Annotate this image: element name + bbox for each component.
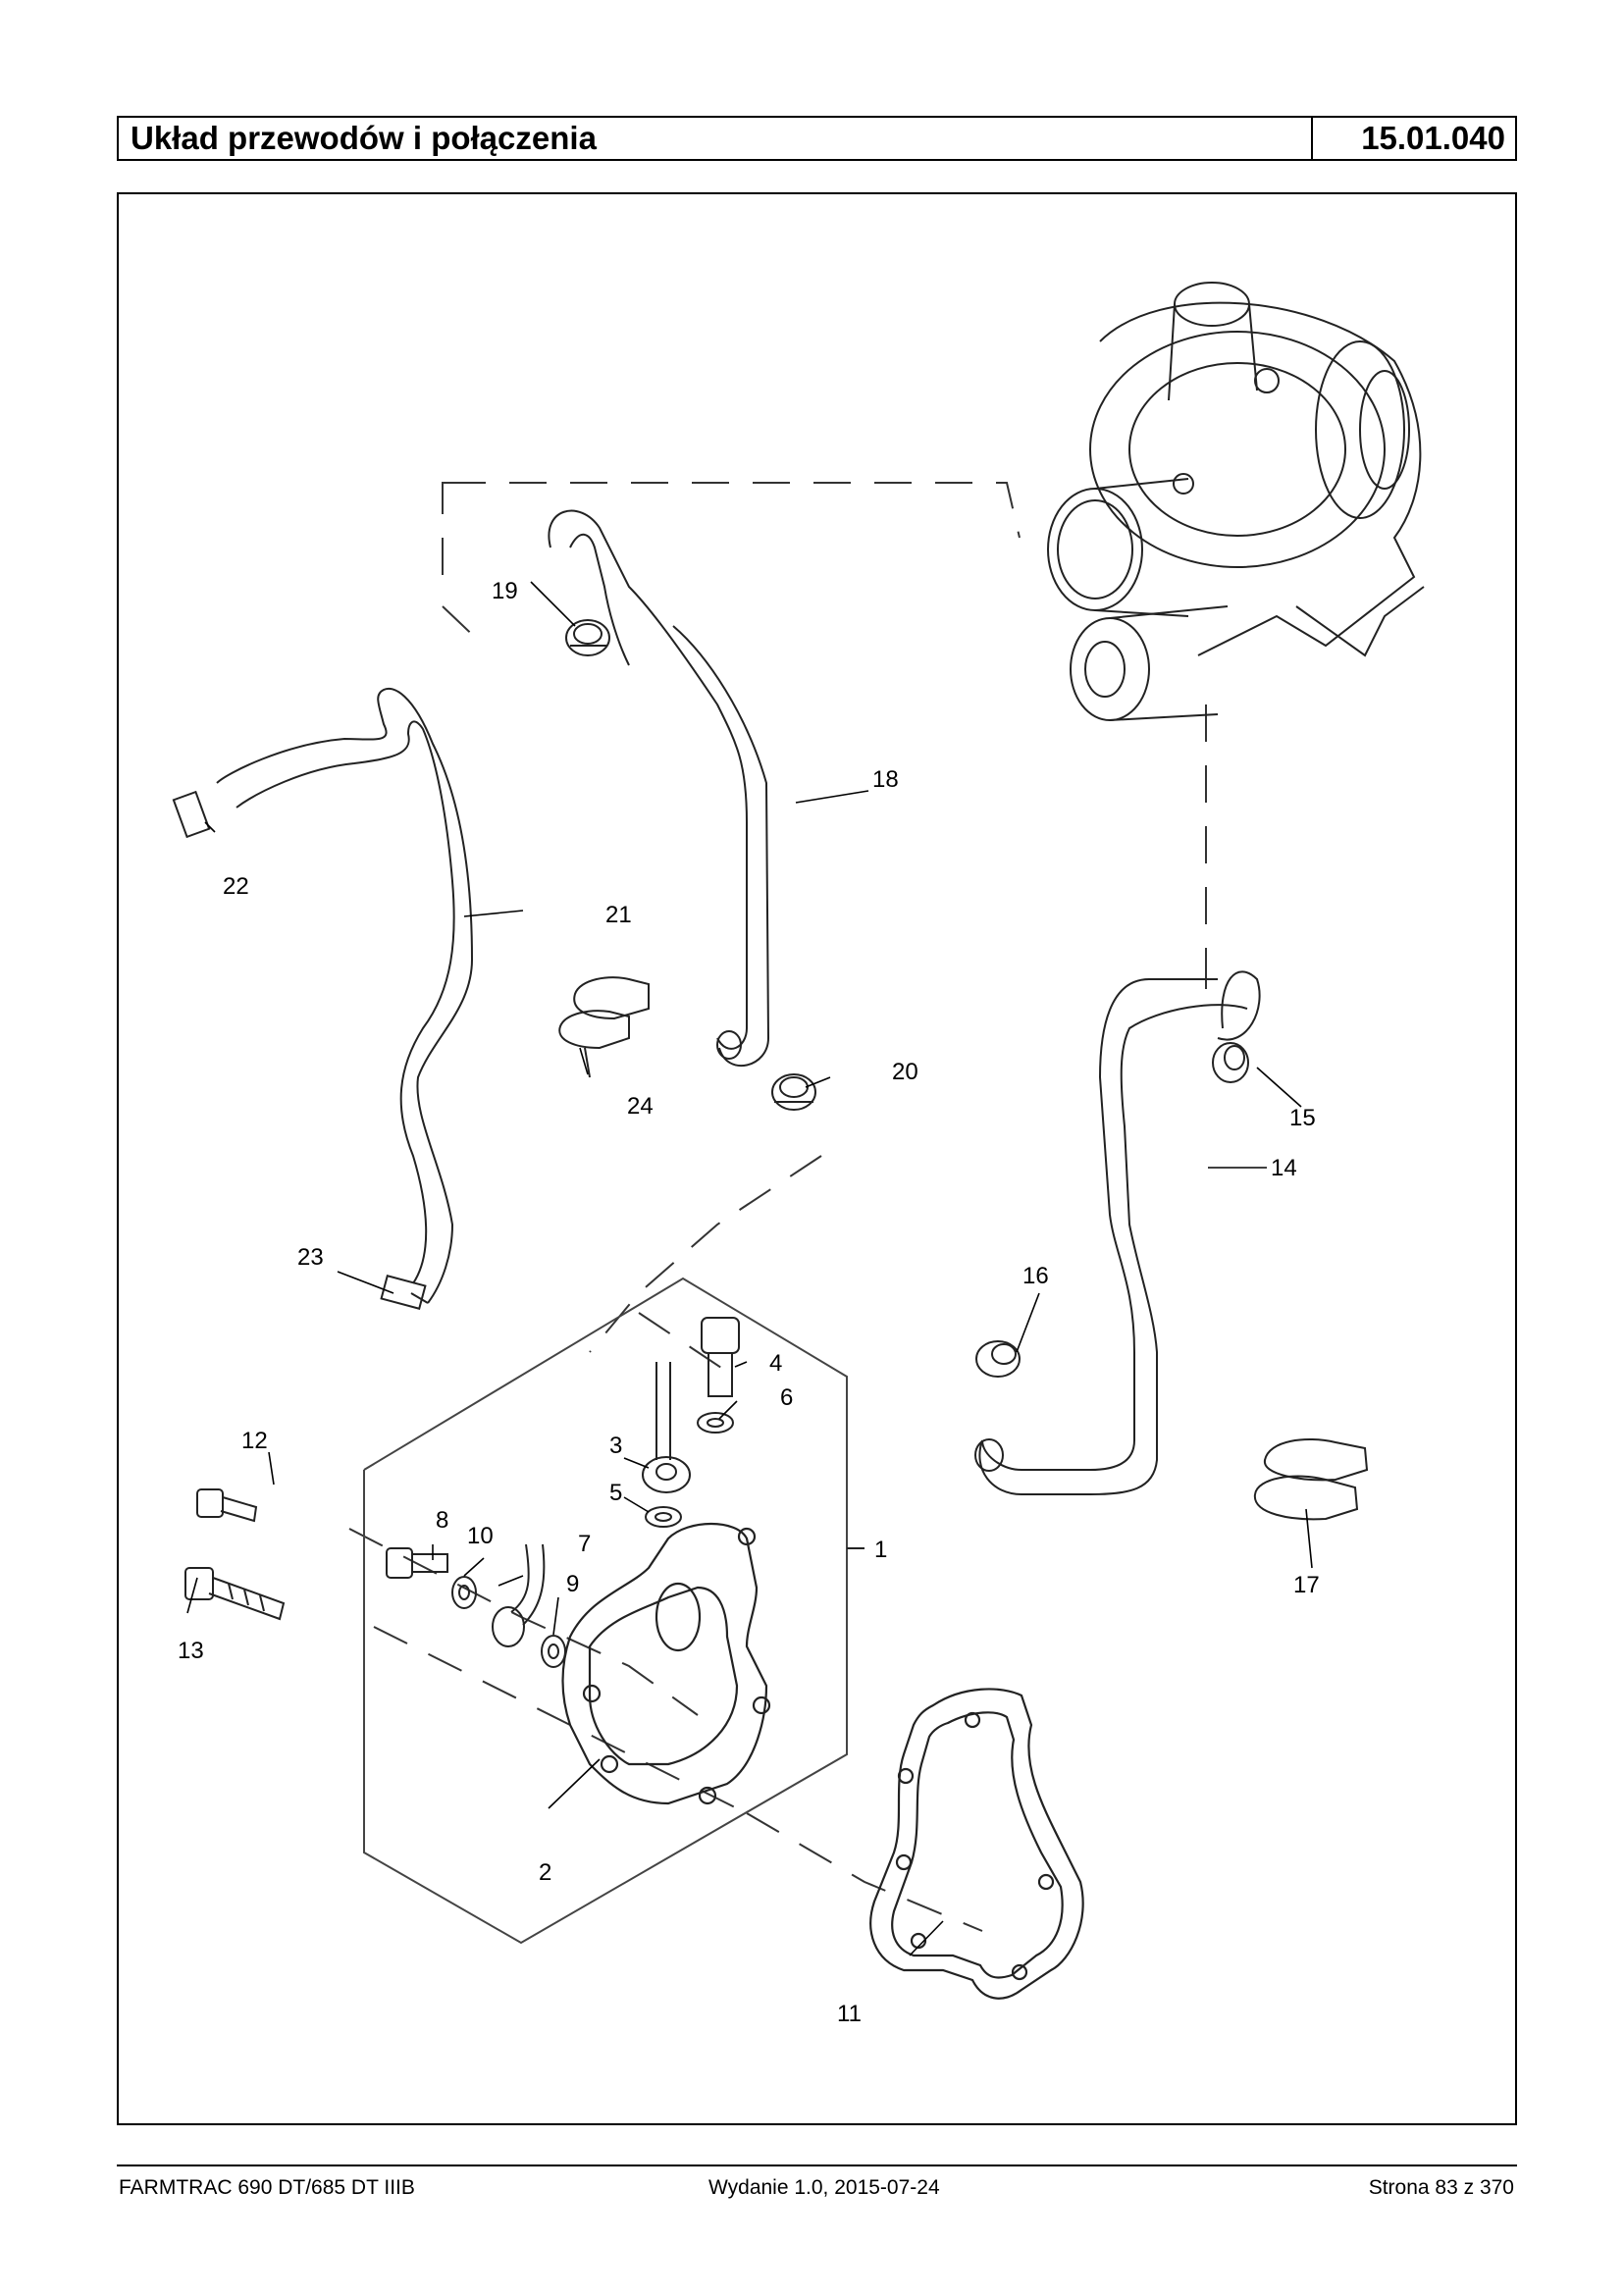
callout-labels: 1 2 3 4 5 6 7 8 9 10 11 12 13 14 15 16 1… bbox=[178, 578, 1320, 2027]
callout-3: 3 bbox=[609, 1433, 622, 1459]
footer-edition: Wydanie 1.0, 2015-07-24 bbox=[708, 2176, 940, 2199]
callout-14: 14 bbox=[1271, 1155, 1297, 1181]
exploded-parts-diagram: 1 2 3 4 5 6 7 8 9 10 11 12 13 14 15 16 1… bbox=[117, 192, 1517, 2125]
callout-leaders bbox=[186, 581, 1313, 1956]
turbocharger bbox=[1047, 282, 1425, 721]
footer-model: FARMTRAC 690 DT/685 DT IIIB bbox=[119, 2176, 415, 2199]
washer-5 bbox=[645, 1506, 682, 1528]
footer-page-number: Strona 83 z 370 bbox=[1368, 2176, 1514, 2199]
hose-18 bbox=[548, 509, 770, 1067]
clamp-17 bbox=[1253, 1438, 1369, 1521]
page-title: Układ przewodów i połączenia bbox=[131, 120, 597, 156]
clamp-19 bbox=[565, 619, 610, 656]
footer-divider bbox=[117, 2165, 1517, 2166]
section-code: 15.01.040 bbox=[1311, 118, 1515, 159]
callout-6: 6 bbox=[780, 1384, 793, 1411]
sleeve-22 bbox=[172, 790, 211, 839]
callout-4: 4 bbox=[769, 1350, 782, 1377]
bolt-4 bbox=[701, 1317, 740, 1397]
gasket-11 bbox=[869, 1688, 1084, 2000]
clamp-15 bbox=[1212, 1042, 1249, 1083]
banjo-3 bbox=[642, 1362, 691, 1493]
callout-15: 15 bbox=[1289, 1105, 1316, 1131]
clamp-24 bbox=[558, 976, 650, 1078]
bolt-13 bbox=[184, 1567, 286, 1621]
callout-11: 11 bbox=[837, 2001, 862, 2027]
callout-18: 18 bbox=[872, 766, 899, 793]
callout-8: 8 bbox=[436, 1507, 448, 1534]
callout-16: 16 bbox=[1022, 1263, 1049, 1289]
callout-13: 13 bbox=[178, 1638, 204, 1664]
callout-9: 9 bbox=[566, 1571, 579, 1597]
bolt-8 bbox=[386, 1547, 448, 1579]
callout-5: 5 bbox=[609, 1480, 622, 1506]
callout-10: 10 bbox=[467, 1523, 494, 1549]
callout-2: 2 bbox=[539, 1859, 551, 1886]
title-bar: Układ przewodów i połączenia 15.01.040 bbox=[117, 116, 1517, 161]
callout-22: 22 bbox=[223, 873, 249, 900]
callout-20: 20 bbox=[892, 1059, 918, 1085]
sleeve-23 bbox=[380, 1275, 427, 1310]
callout-23: 23 bbox=[297, 1244, 324, 1271]
fitting-7 bbox=[492, 1543, 546, 1647]
clamp-16 bbox=[975, 1340, 1021, 1378]
washer-9 bbox=[541, 1635, 566, 1668]
callout-12: 12 bbox=[241, 1428, 268, 1454]
callout-7: 7 bbox=[578, 1531, 591, 1557]
hose-14 bbox=[974, 970, 1261, 1495]
washer-6 bbox=[697, 1412, 734, 1434]
callout-17: 17 bbox=[1293, 1572, 1320, 1598]
housing-2 bbox=[561, 1523, 771, 1805]
bolt-12 bbox=[196, 1488, 258, 1523]
callout-1: 1 bbox=[874, 1537, 887, 1563]
clamp-20 bbox=[771, 1073, 816, 1111]
callout-24: 24 bbox=[627, 1093, 654, 1120]
callout-21: 21 bbox=[605, 902, 632, 928]
washer-10 bbox=[451, 1576, 477, 1609]
parts-drawing: 1 2 3 4 5 6 7 8 9 10 11 12 13 14 15 16 1… bbox=[172, 282, 1425, 2027]
callout-19: 19 bbox=[492, 578, 518, 604]
hose-21 bbox=[216, 687, 474, 1304]
